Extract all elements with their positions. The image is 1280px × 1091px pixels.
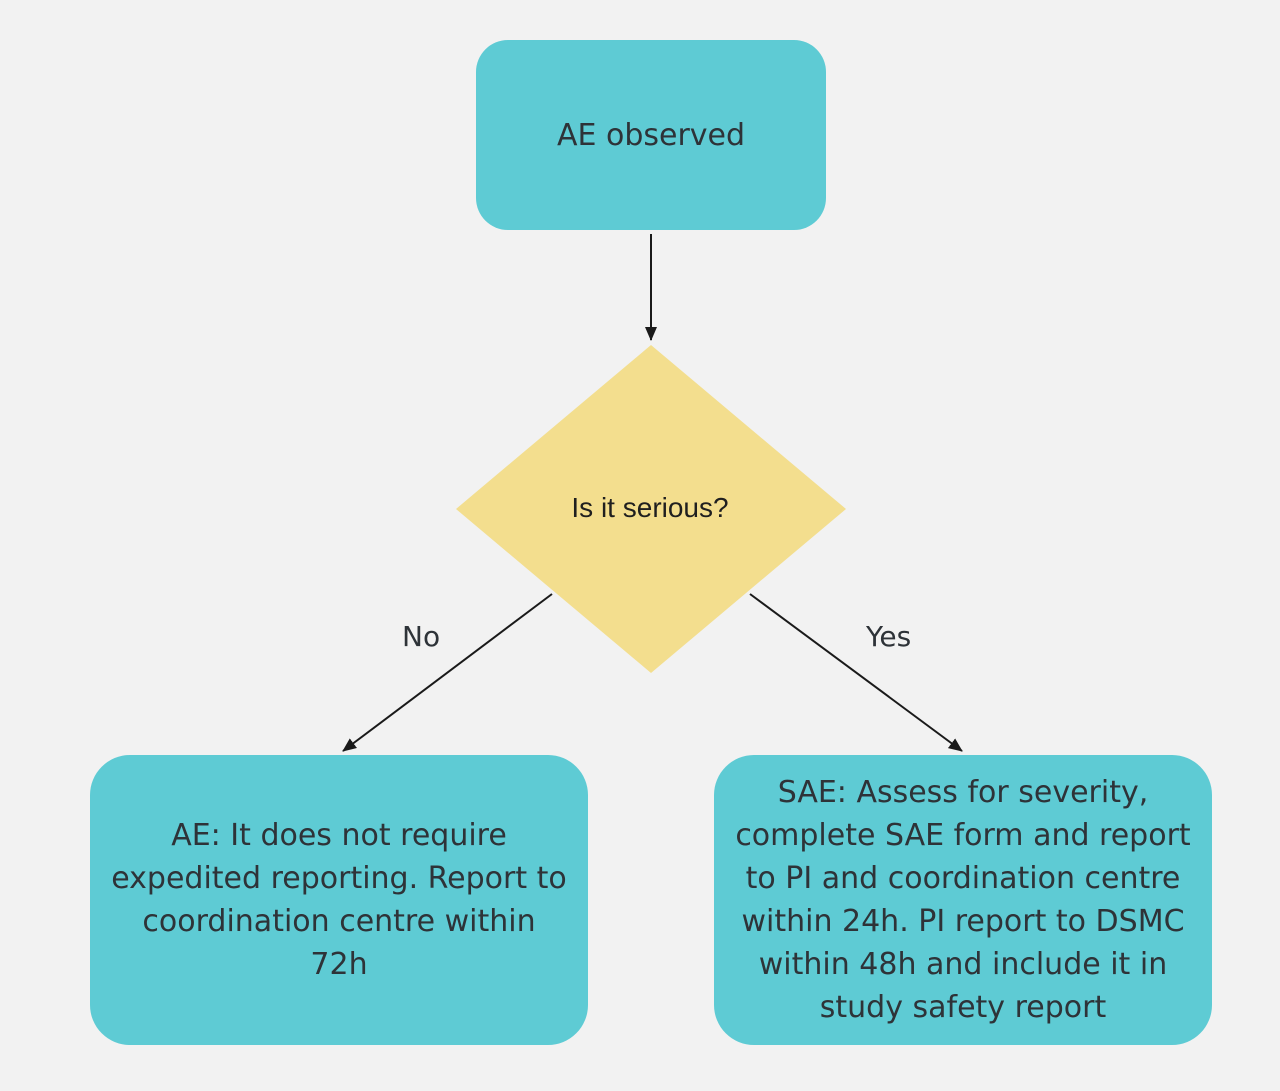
decision-label: Is it serious? — [571, 492, 729, 523]
decision-diamond — [456, 345, 846, 673]
edge-label-no: No — [402, 620, 441, 653]
arrow-decision-to-ae — [342, 593, 553, 752]
ae-node: AE: It does not require expedited report… — [90, 755, 588, 1045]
arrow-decision-to-sae — [749, 593, 963, 752]
sae-node-label: SAE: Assess for severity, complete SAE f… — [735, 775, 1191, 1025]
sae-node: SAE: Assess for severity, complete SAE f… — [714, 755, 1212, 1045]
edge-label-yes: Yes — [866, 620, 912, 653]
start-node-label: AE observed — [556, 117, 746, 153]
ae-node-label: AE: It does not require expedited report… — [111, 818, 567, 982]
start-node: AE observed — [476, 40, 826, 230]
